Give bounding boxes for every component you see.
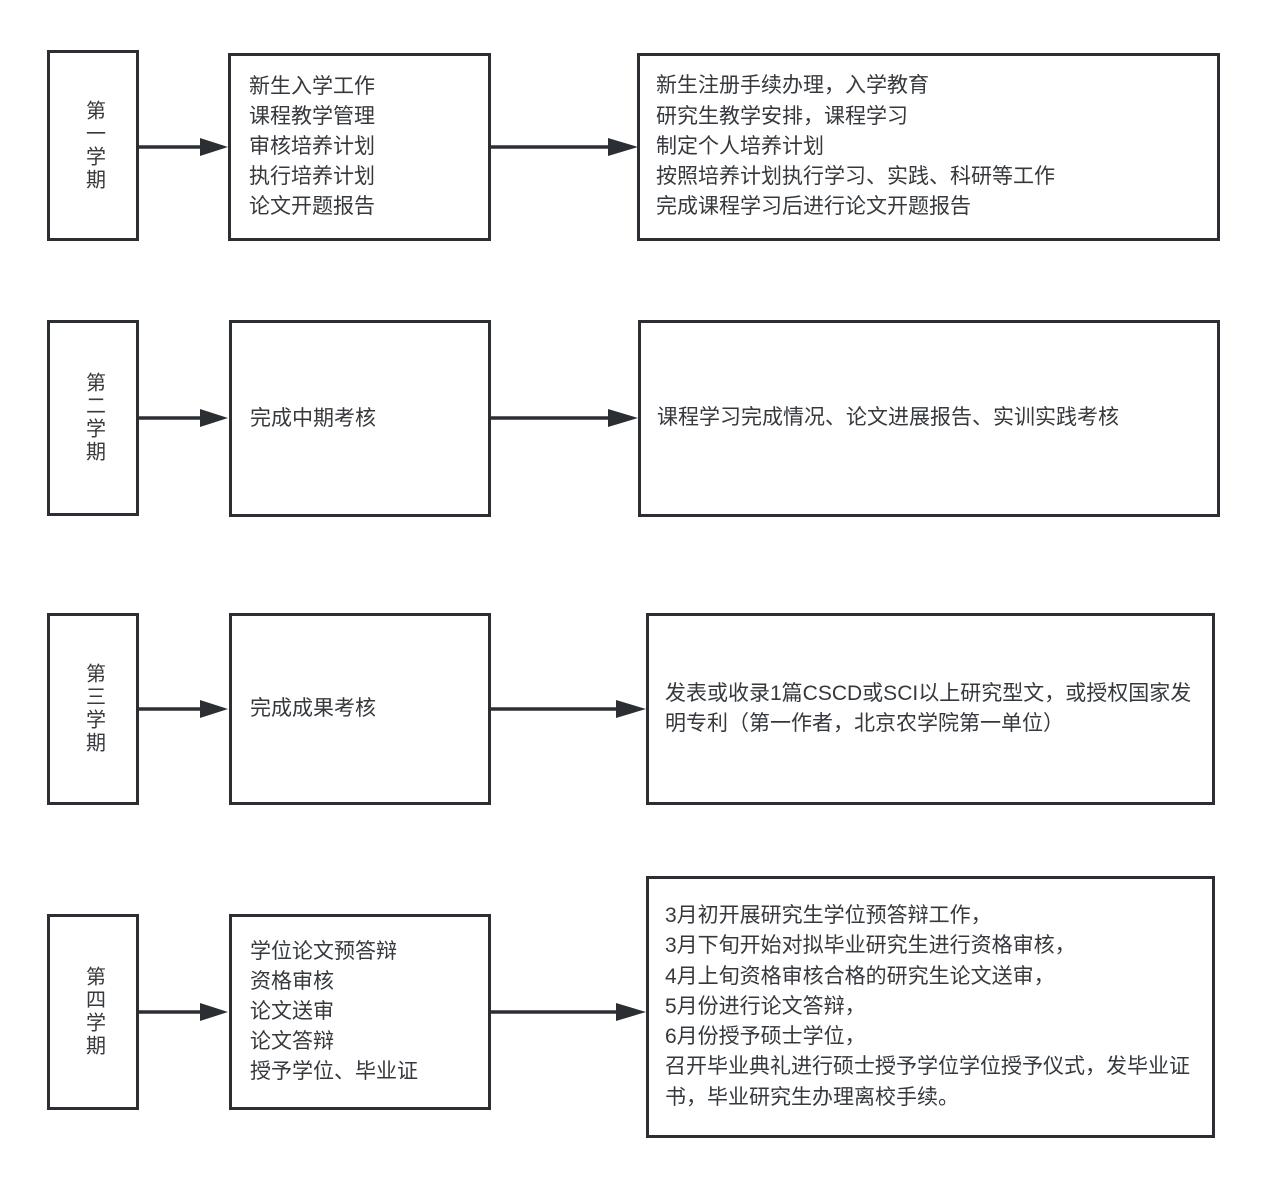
details-text-4: 3月初开展研究生学位预答辩工作， 3月下旬开始对拟毕业研究生进行资格审核， 4月…: [665, 904, 1190, 1109]
term-label-3: 第三学期: [82, 663, 105, 755]
tasks-text-4: 学位论文预答辩 资格审核 论文送审 论文答辩 授予学位、毕业证: [250, 940, 418, 1083]
term-label-4: 第四学期: [82, 966, 105, 1058]
term-label-2: 第二学期: [82, 372, 105, 464]
connector-tasks4-to-details4: [490, 1001, 648, 1023]
details-text-1: 新生注册手续办理，入学教育 研究生教学安排，课程学习 制定个人培养计划 按照培养…: [656, 74, 1055, 219]
connector-term1-to-tasks1: [138, 136, 230, 158]
connector-tasks1-to-details1: [490, 136, 640, 158]
details-box-3: 发表或收录1篇CSCD或SCI以上研究型文，或授权国家发明专利（第一作者，北京农…: [646, 613, 1215, 805]
term-box-3: 第三学期: [47, 613, 139, 805]
tasks-box-4: 学位论文预答辩 资格审核 论文送审 论文答辩 授予学位、毕业证: [229, 914, 491, 1110]
connector-term3-to-tasks3: [138, 698, 230, 720]
details-text-2: 课程学习完成情况、论文进展报告、实训实践考核: [657, 406, 1119, 430]
term-box-1: 第一学期: [47, 50, 139, 241]
details-text-3: 发表或收录1篇CSCD或SCI以上研究型文，或授权国家发明专利（第一作者，北京农…: [665, 681, 1192, 735]
term-label-1: 第一学期: [82, 99, 105, 192]
details-box-2: 课程学习完成情况、论文进展报告、实训实践考核: [638, 320, 1220, 517]
tasks-text-1: 新生入学工作 课程教学管理 审核培养计划 执行培养计划 论文开题报告: [249, 75, 375, 218]
connector-tasks2-to-details2: [490, 407, 640, 429]
connector-tasks3-to-details3: [490, 698, 648, 720]
connector-term4-to-tasks4: [138, 1001, 230, 1023]
details-box-1: 新生注册手续办理，入学教育 研究生教学安排，课程学习 制定个人培养计划 按照培养…: [637, 53, 1220, 241]
term-box-2: 第二学期: [47, 320, 139, 516]
term-box-4: 第四学期: [47, 914, 139, 1110]
connector-term2-to-tasks2: [138, 407, 230, 429]
tasks-box-2: 完成中期考核: [229, 320, 491, 517]
tasks-text-3: 完成成果考核: [250, 697, 376, 721]
tasks-box-3: 完成成果考核: [229, 613, 491, 805]
tasks-box-1: 新生入学工作 课程教学管理 审核培养计划 执行培养计划 论文开题报告: [228, 53, 491, 241]
details-box-4: 3月初开展研究生学位预答辩工作， 3月下旬开始对拟毕业研究生进行资格审核， 4月…: [646, 876, 1215, 1138]
tasks-text-2: 完成中期考核: [250, 406, 376, 430]
